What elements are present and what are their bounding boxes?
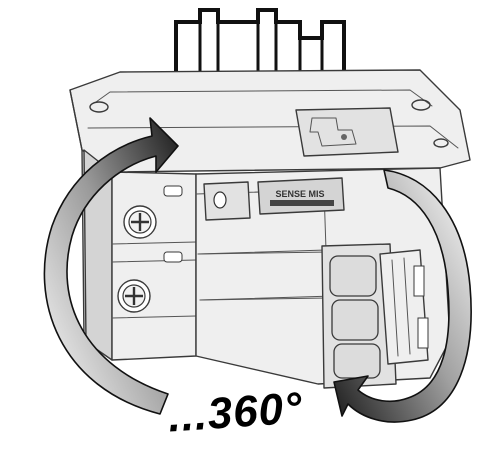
screw-lower — [117, 279, 151, 313]
rotation-arrow-right — [333, 169, 472, 423]
front-label-plate: SENSE MIS — [203, 177, 345, 221]
rotation-arrow-left — [43, 117, 179, 415]
screw-upper — [123, 205, 157, 239]
rotation-caption: ...360° — [166, 383, 305, 442]
left-terminal-block — [69, 89, 197, 361]
label-text: SENSE MIS — [275, 189, 324, 199]
hinge-assembly — [321, 243, 429, 389]
